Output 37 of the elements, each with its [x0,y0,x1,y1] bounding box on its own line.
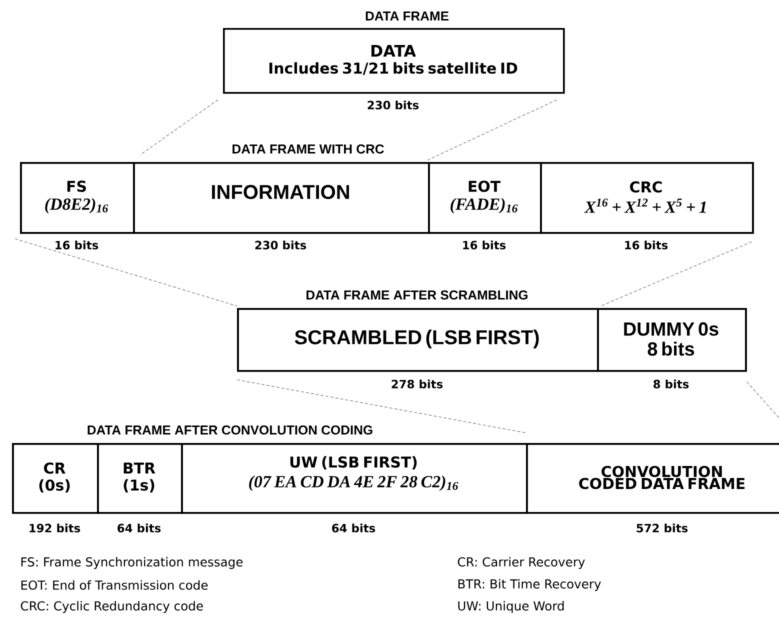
legend-note: CR: Carrier Recovery [458,557,585,569]
field-box: CONVOLUTION CODED DATA FRAME [526,443,779,514]
bit-count: 230 bits [255,240,306,250]
zoom-line [427,99,558,160]
bit-count: 278 bits [392,380,443,388]
legend-note: FS: Frame Synchronization message [21,557,243,569]
field-box: CR (0s) [12,443,99,514]
bit-count: 16 bits [625,240,668,250]
field-box: INFORMATION [133,162,430,234]
zoom-line [14,238,238,306]
field-box: DUMMY 0s 8 bits [597,308,747,372]
bit-count: 8 bits [654,380,689,388]
legend-note: CRC: Cyclic Redundancy code [20,601,203,613]
field-box: CRC X$^{16}$ + X$^{12}$ + X$^{5}$ + 1 [540,162,754,234]
bit-count: 64 bits [332,524,376,532]
legend-note: UW: Unique Word [458,601,564,613]
bit-count: 16 bits [463,240,506,250]
field-box: DATA FRAME DATA Includes 31/21 bits satellite ID [223,12,565,94]
node-label: DATA FRAME [366,12,448,20]
bit-count: 192 bits [30,524,80,532]
field-box: FS (D8E2)$_{16}$ [20,162,135,234]
bit-count: 16 bits [56,240,98,250]
node-label: DATA FRAME AFTER CONVOLUTION CODING [88,425,372,435]
node-label: DATA FRAME WITH CRC [232,144,384,154]
field-box: SCRAMBLED (LSB FIRST) [237,308,599,372]
zoom-line [140,99,218,156]
bit-count: 230 bits [368,100,419,110]
field-box: BTR (1s) [97,443,183,514]
zoom-line [600,241,752,306]
field-box: UW (LSB FIRST) (07 EA CD DA 4E 2F 28 C2)$_{16}$ [181,443,528,514]
legend-note: BTR: Bit Time Recovery [458,579,601,591]
legend-note: EOT: End of Transmission code [21,580,208,590]
zoom-line [236,379,528,434]
field-box: EOT (FADE)$_{16}$ [428,162,542,234]
bit-count: 64 bits [118,524,161,532]
node-label: DATA FRAME AFTER SCRAMBLING [306,290,528,300]
bit-count: 572 bits [636,524,688,532]
